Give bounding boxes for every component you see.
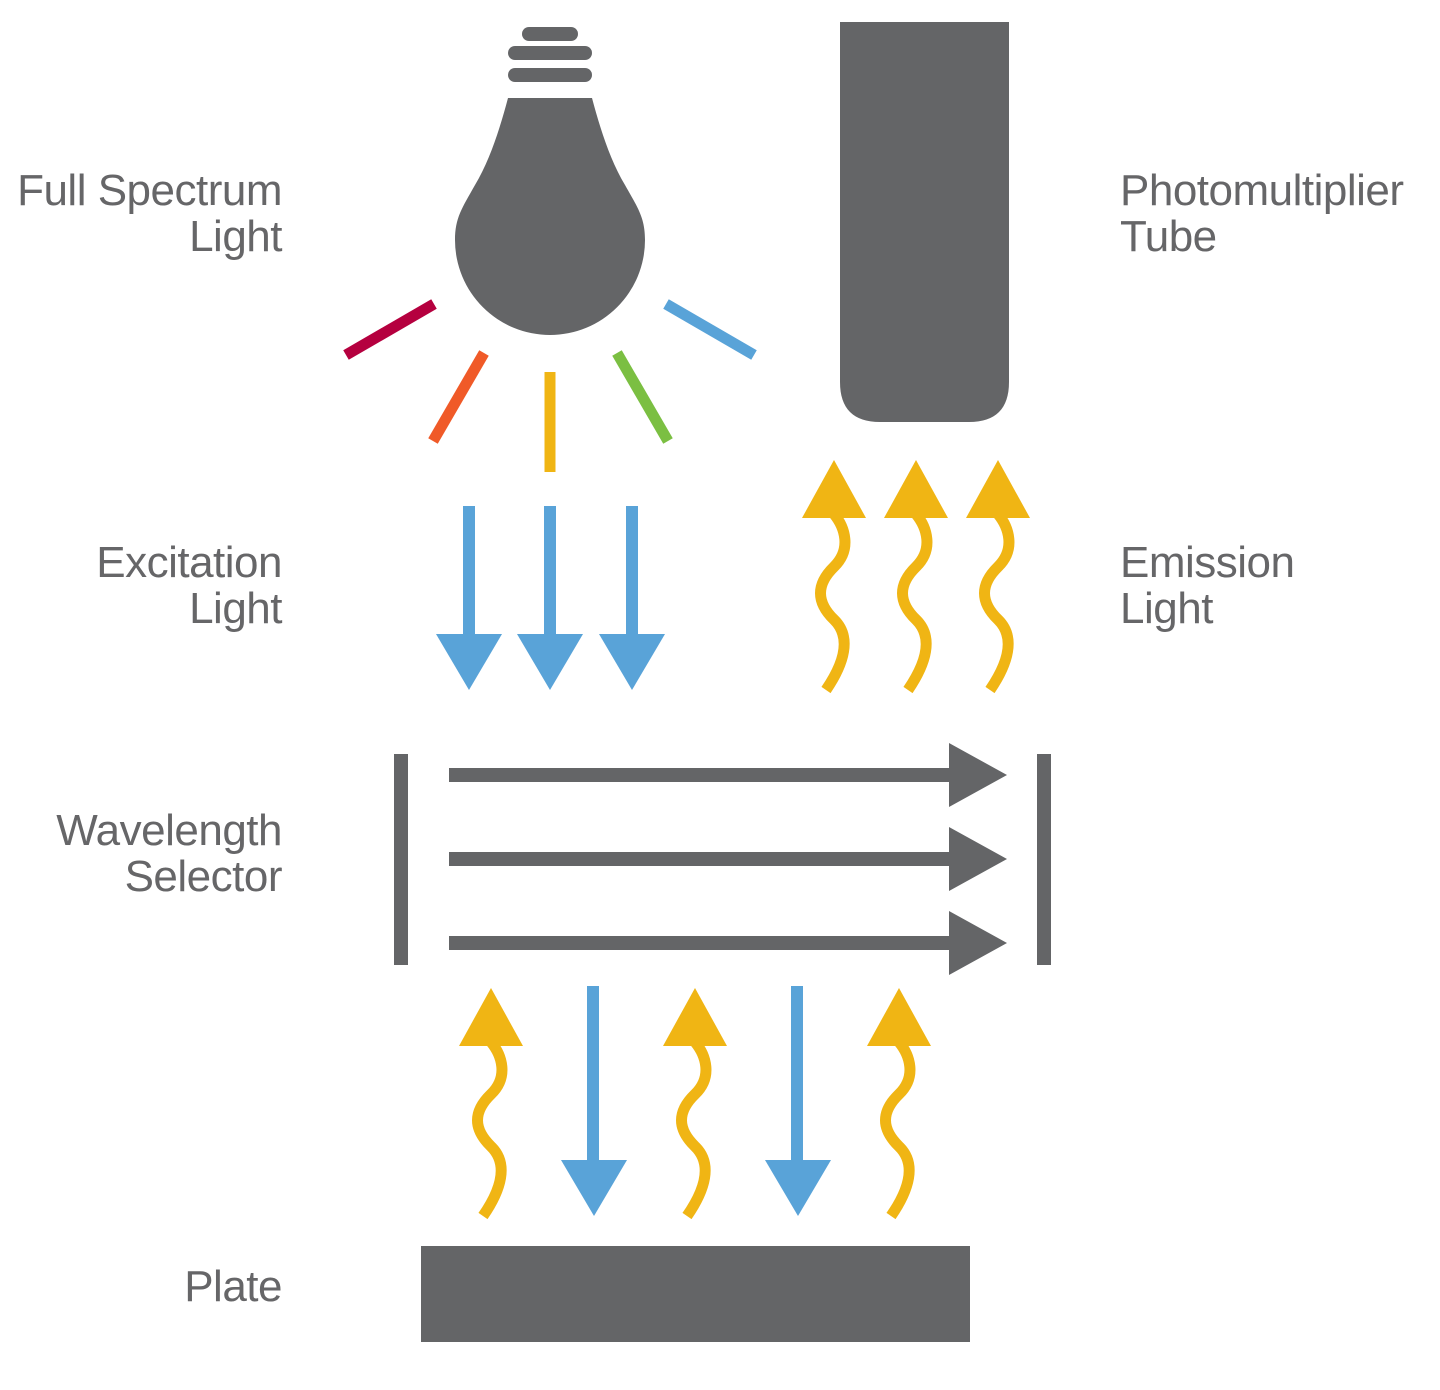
emission-arrow (459, 988, 523, 1220)
emission-arrow (663, 988, 727, 1220)
emission-arrows-top (802, 460, 1030, 694)
lower-arrows (459, 986, 931, 1220)
label-photomultiplier-tube: Photomultiplier Tube (1120, 168, 1440, 260)
emission-arrowhead (459, 988, 523, 1046)
emission-arrow (884, 460, 948, 694)
excitation-arrow (599, 506, 665, 690)
ray-orange (428, 350, 489, 444)
emission-wave (676, 1038, 712, 1220)
selector-bar-left (394, 754, 408, 965)
plate-icon (421, 1246, 970, 1342)
excitation-arrow (436, 506, 502, 690)
emission-arrowhead (663, 988, 727, 1046)
label-line: Photomultiplier (1120, 166, 1404, 215)
ray-blue (663, 299, 757, 360)
selector-bar-right (1037, 754, 1051, 965)
emission-wave (897, 510, 933, 694)
emission-wave (979, 510, 1015, 694)
selector-arrow (449, 827, 1007, 891)
bulb-cap (522, 27, 578, 41)
emission-arrow (966, 460, 1030, 694)
label-line: Light (189, 212, 282, 261)
label-line: Selector (124, 852, 283, 901)
emission-wave (880, 1038, 916, 1220)
emission-arrowhead (867, 988, 931, 1046)
wavelength-selector-icon (394, 743, 1051, 975)
label-line: Plate (184, 1262, 282, 1311)
bulb-glass (455, 98, 645, 335)
label-plate: Plate (0, 1264, 282, 1310)
bulb-thread-2 (508, 68, 592, 82)
emission-arrow (867, 988, 931, 1220)
selector-arrow (449, 911, 1007, 975)
label-line: Emission (1120, 538, 1295, 587)
emission-wave (815, 510, 851, 694)
emission-arrowhead (884, 460, 948, 518)
emission-wave (472, 1038, 508, 1220)
spectrum-rays (343, 299, 757, 472)
light-bulb-icon (455, 27, 645, 335)
bulb-thread-1 (508, 46, 592, 60)
label-emission-light: Emission Light (1120, 540, 1440, 632)
label-excitation-light: Excitation Light (0, 540, 282, 632)
ray-green (612, 350, 673, 444)
label-line: Wavelength (56, 806, 282, 855)
label-full-spectrum-light: Full Spectrum Light (0, 168, 282, 260)
selector-arrow (449, 743, 1007, 807)
ray-red (343, 299, 437, 360)
emission-arrowhead (966, 460, 1030, 518)
label-line: Tube (1120, 212, 1217, 261)
excitation-arrow (765, 986, 831, 1216)
label-line: Full Spectrum (17, 166, 282, 215)
label-line: Excitation (96, 538, 282, 587)
label-wavelength-selector: Wavelength Selector (0, 808, 282, 900)
emission-arrowhead (802, 460, 866, 518)
photomultiplier-tube-icon (840, 22, 1009, 422)
label-line: Light (1120, 584, 1213, 633)
emission-arrow (802, 460, 866, 694)
excitation-arrows (436, 506, 665, 690)
excitation-arrow (561, 986, 627, 1216)
excitation-arrow (517, 506, 583, 690)
label-line: Light (189, 584, 282, 633)
